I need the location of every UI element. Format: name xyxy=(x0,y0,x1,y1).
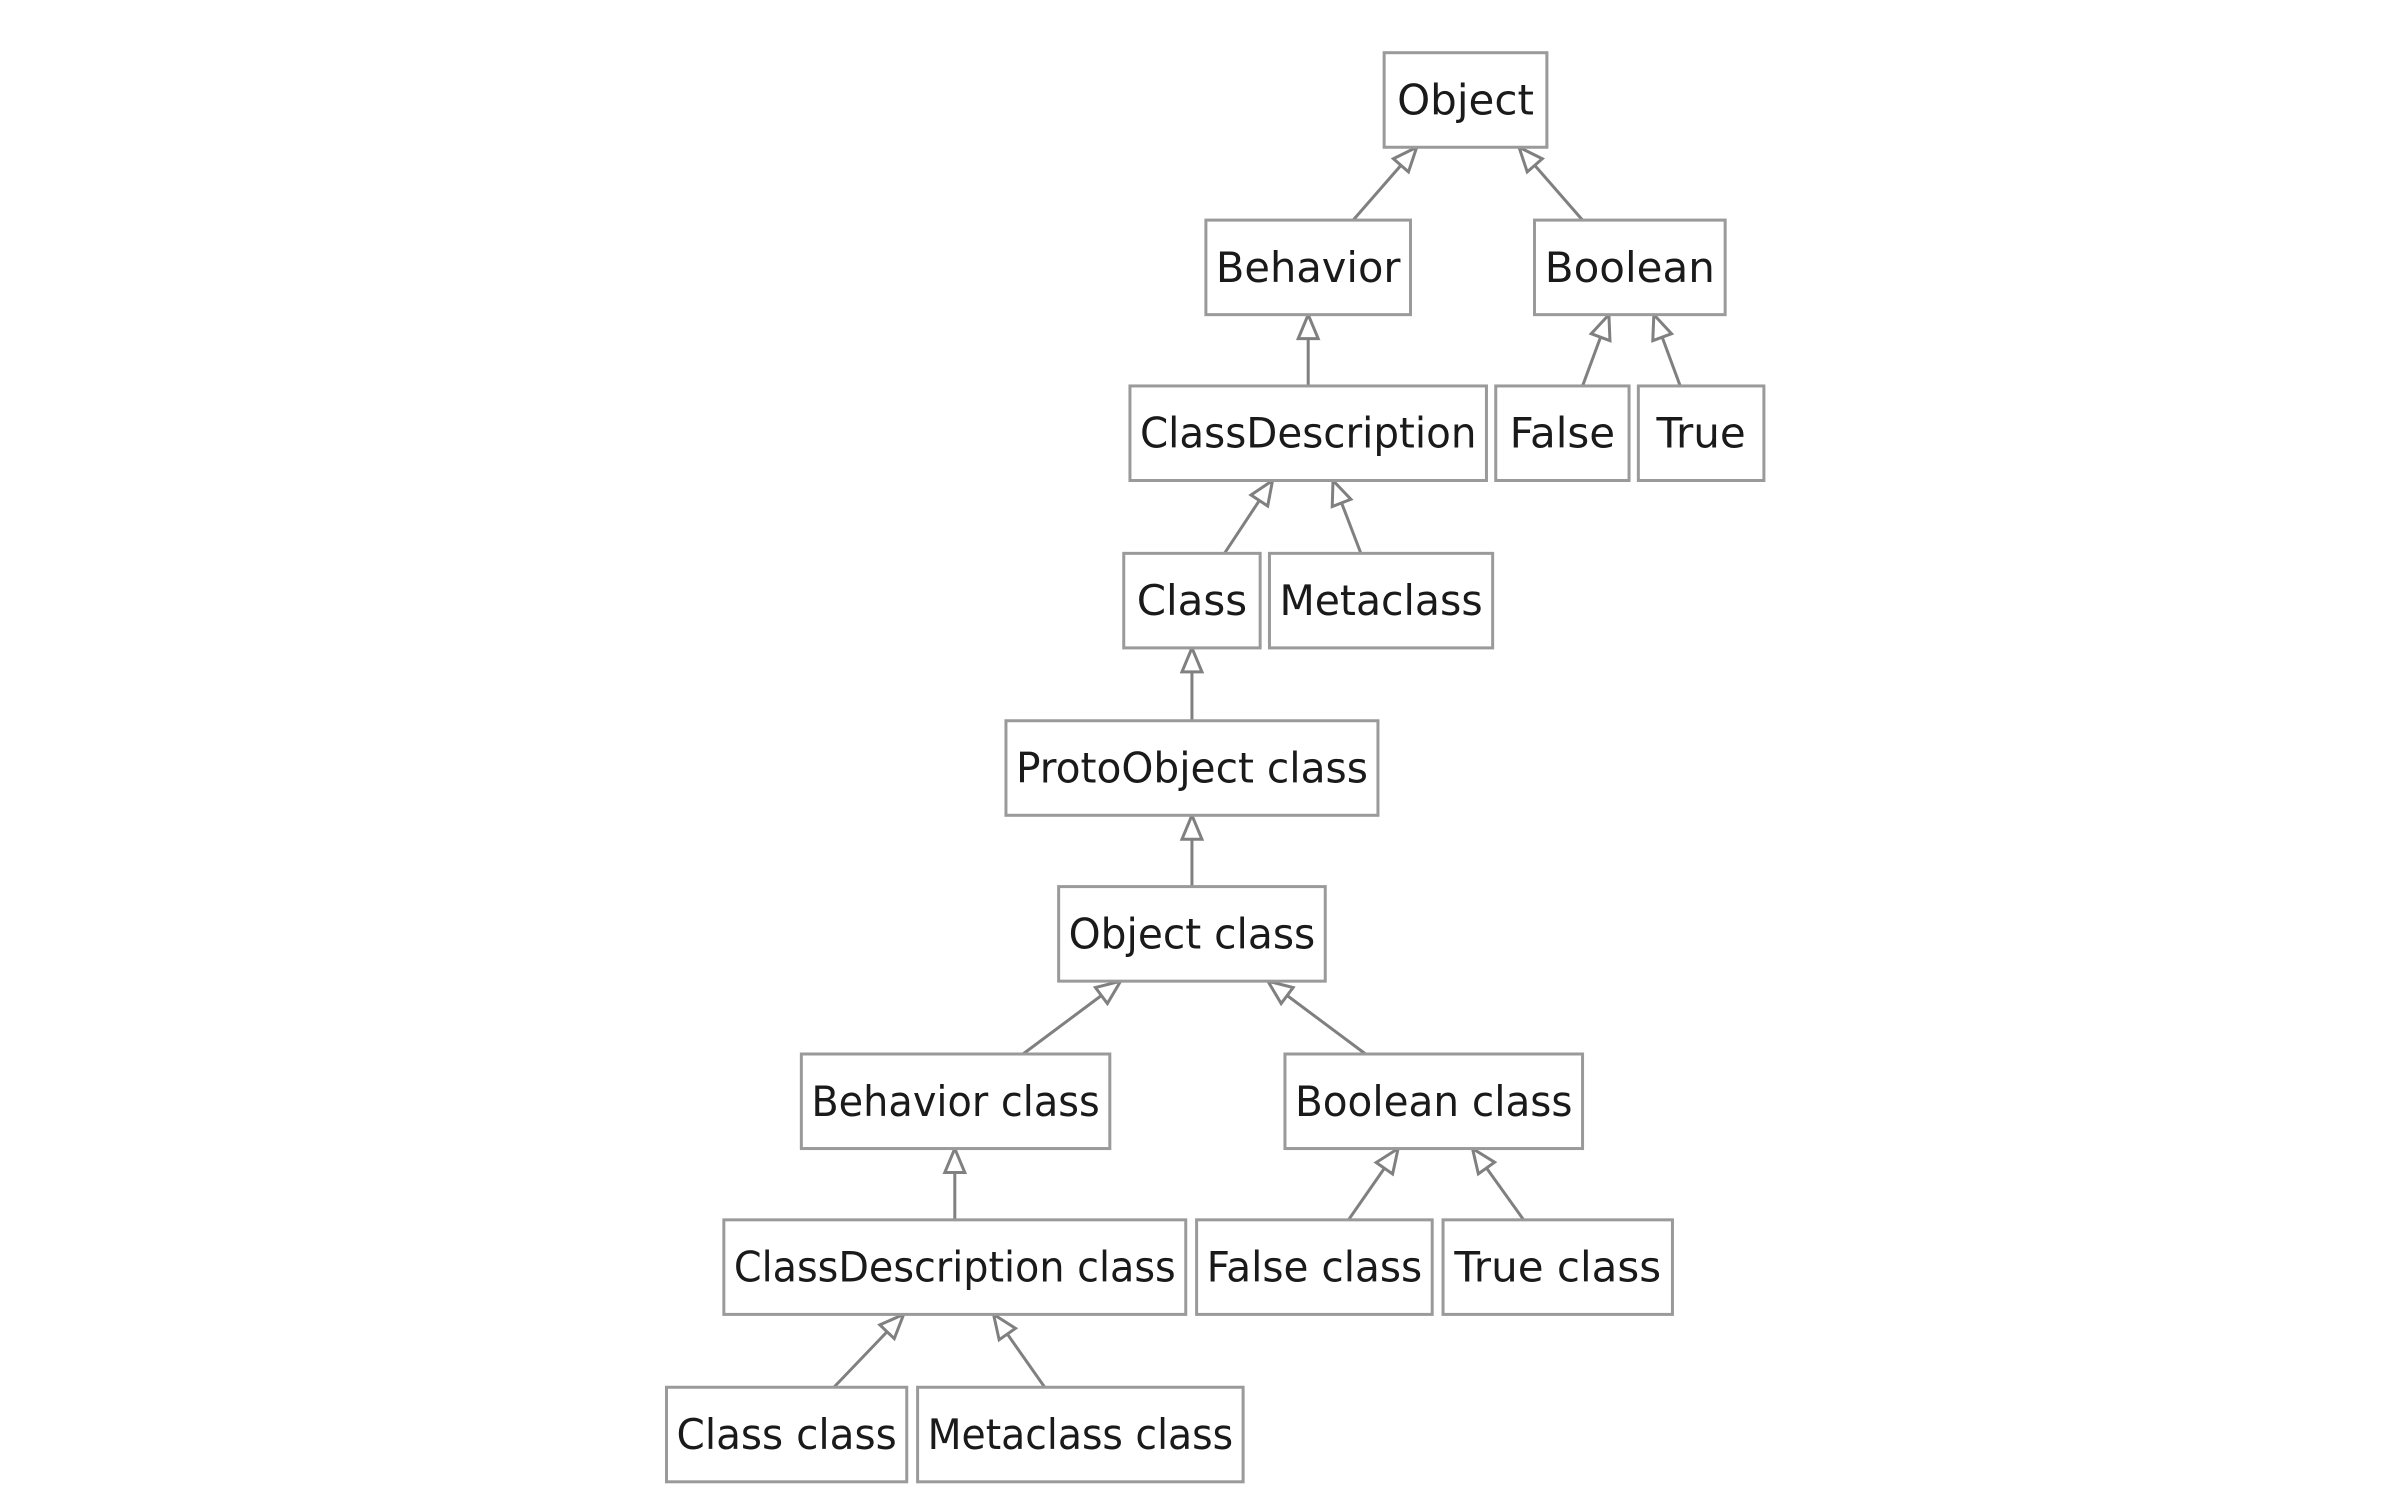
class-node-protoobject-class: ProtoObject class xyxy=(1004,719,1380,817)
class-node-box xyxy=(1057,885,1327,983)
class-node-label: Metaclass xyxy=(1279,576,1482,625)
class-node-metaclass: Metaclass xyxy=(1267,551,1495,650)
class-node-box xyxy=(799,1052,1112,1151)
inheritance-edge-object-class-to-protoobject-class xyxy=(1179,811,1205,887)
class-node-label: Behavior xyxy=(1216,243,1401,292)
class-node-box xyxy=(1122,551,1262,650)
inheritance-edge-class-to-classdescription xyxy=(1223,477,1275,555)
class-node-box xyxy=(1128,384,1488,483)
hollow-arrowhead-icon xyxy=(1248,477,1275,509)
edge-line xyxy=(1340,502,1363,554)
edge-line xyxy=(1533,164,1584,222)
hollow-arrowhead-icon xyxy=(1588,310,1612,343)
edges-layer xyxy=(832,144,1682,1389)
class-node-box xyxy=(1494,384,1631,483)
hollow-arrowhead-icon xyxy=(1092,978,1124,1007)
class-node-label: False xyxy=(1510,409,1615,458)
class-node-label: True xyxy=(1656,409,1746,458)
class-node-box xyxy=(1533,218,1727,317)
hollow-arrowhead-icon xyxy=(1390,144,1420,175)
class-node-behavior: Behavior xyxy=(1204,218,1413,317)
class-node-label: Object class xyxy=(1069,909,1316,958)
hollow-arrowhead-icon xyxy=(877,1311,907,1342)
hollow-arrowhead-icon xyxy=(1330,476,1354,509)
edge-line xyxy=(1022,994,1103,1056)
hollow-arrowhead-icon xyxy=(991,1311,1019,1343)
edge-line xyxy=(1223,499,1261,555)
inheritance-edge-classdescription-to-behavior xyxy=(1295,310,1321,386)
class-node-false-class: False class xyxy=(1195,1218,1434,1316)
inheritance-edge-behavior-class-to-object-class xyxy=(1022,978,1124,1056)
edge-line xyxy=(1352,164,1403,222)
class-node-box xyxy=(916,1385,1245,1484)
inheritance-edge-true-to-boolean xyxy=(1651,310,1682,387)
inheritance-edge-class-class-to-classdescription-class xyxy=(832,1311,907,1389)
inheritance-edge-metaclass-class-to-classdescription-class xyxy=(991,1311,1046,1389)
inheritance-edge-protoobject-class-to-class xyxy=(1179,644,1205,721)
hollow-arrowhead-icon xyxy=(1264,978,1296,1007)
class-node-class-class: Class class xyxy=(665,1385,909,1484)
class-node-object-class: Object class xyxy=(1057,885,1327,983)
hollow-arrowhead-icon xyxy=(1470,1145,1498,1177)
class-node-box xyxy=(1636,384,1766,483)
class-node-boolean-class: Boolean class xyxy=(1283,1052,1585,1151)
hollow-arrowhead-icon xyxy=(942,1144,968,1175)
class-node-class: Class xyxy=(1122,551,1262,650)
class-node-metaclass-class: Metaclass class xyxy=(916,1385,1245,1484)
class-node-box xyxy=(1283,1052,1585,1151)
inheritance-edge-behavior-to-object xyxy=(1352,144,1420,222)
class-node-box xyxy=(1195,1218,1434,1316)
class-node-box xyxy=(1267,551,1495,650)
inheritance-edge-true-class-to-boolean-class xyxy=(1470,1145,1525,1221)
class-node-label: Class class xyxy=(677,1410,897,1459)
edge-line xyxy=(1485,1167,1525,1221)
class-node-false: False xyxy=(1494,384,1631,483)
class-node-box xyxy=(722,1218,1188,1316)
class-node-true-class: True class xyxy=(1441,1218,1674,1316)
class-node-behavior-class: Behavior class xyxy=(799,1052,1112,1151)
inheritance-edge-boolean-class-to-object-class xyxy=(1264,978,1367,1056)
hollow-arrowhead-icon xyxy=(1651,310,1675,343)
class-node-label: True class xyxy=(1453,1243,1661,1292)
edge-line xyxy=(1581,336,1602,387)
hollow-arrowhead-icon xyxy=(1373,1145,1401,1177)
hollow-arrowhead-icon xyxy=(1295,310,1321,341)
class-node-classdescription: ClassDescription xyxy=(1128,384,1488,483)
class-node-boolean: Boolean xyxy=(1533,218,1727,317)
class-node-label: False class xyxy=(1207,1243,1423,1292)
hollow-arrowhead-icon xyxy=(1179,811,1205,841)
class-node-box xyxy=(1204,218,1413,317)
class-node-label: Behavior class xyxy=(811,1077,1099,1126)
hollow-arrowhead-icon xyxy=(1179,644,1205,674)
class-node-label: Boolean xyxy=(1545,243,1715,292)
class-node-object: Object xyxy=(1382,51,1549,149)
class-node-box xyxy=(1382,51,1549,149)
class-node-label: ClassDescription class xyxy=(734,1243,1176,1292)
class-node-true: True xyxy=(1636,384,1766,483)
inheritance-edge-boolean-to-object xyxy=(1516,144,1584,222)
edge-line xyxy=(1286,994,1367,1056)
inheritance-edge-false-to-boolean xyxy=(1581,310,1612,387)
edge-line xyxy=(1347,1167,1386,1221)
class-node-label: ClassDescription xyxy=(1140,409,1477,458)
class-node-label: Metaclass class xyxy=(928,1410,1234,1459)
inheritance-edge-false-class-to-boolean-class xyxy=(1347,1145,1401,1221)
class-node-box xyxy=(1004,719,1380,817)
class-node-label: Boolean class xyxy=(1295,1077,1573,1126)
class-node-label: Class xyxy=(1137,576,1248,625)
inheritance-edge-classdescription-class-to-behavior-class xyxy=(942,1144,968,1220)
edge-line xyxy=(832,1330,889,1389)
class-node-label: Object xyxy=(1397,75,1534,124)
class-node-label: ProtoObject class xyxy=(1016,744,1368,793)
class-node-box xyxy=(665,1385,909,1484)
class-node-classdescription-class: ClassDescription class xyxy=(722,1218,1188,1316)
edge-line xyxy=(1006,1333,1046,1389)
inheritance-edge-metaclass-to-classdescription xyxy=(1330,476,1363,554)
hollow-arrowhead-icon xyxy=(1516,144,1545,175)
class-node-box xyxy=(1441,1218,1674,1316)
edge-line xyxy=(1660,336,1682,387)
